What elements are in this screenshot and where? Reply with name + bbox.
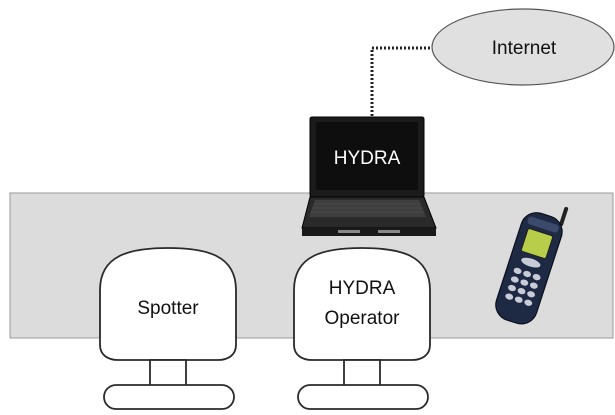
operator-seat: HYDRA Operator — [293, 247, 431, 410]
spotter-seat-post — [149, 359, 187, 387]
phone-antenna — [559, 206, 569, 227]
operator-label-line2: Operator — [325, 308, 401, 329]
operator-seat-base — [297, 384, 429, 410]
mobile-phone-icon — [495, 206, 569, 325]
phone-keypad — [505, 267, 541, 306]
spotter-seat: Spotter — [99, 247, 237, 410]
phone-screen — [520, 228, 554, 259]
operator-seat-post — [343, 359, 381, 387]
laptop-screen — [316, 122, 418, 190]
person-seat-icon — [293, 247, 431, 361]
person-seat-icon — [99, 247, 237, 361]
spotter-seat-base — [103, 384, 235, 410]
internet-cloud: Internet — [431, 8, 615, 86]
operator-label-line1: HYDRA — [329, 278, 396, 299]
laptop-keyboard — [309, 200, 426, 217]
internet-label: Internet — [492, 38, 557, 59]
connection-line — [370, 46, 432, 116]
laptop-icon: HYDRA — [301, 116, 437, 236]
laptop-front — [302, 228, 436, 236]
laptop-label: HYDRA — [334, 148, 401, 169]
spotter-label: Spotter — [137, 298, 199, 319]
cloud-icon — [431, 8, 615, 86]
